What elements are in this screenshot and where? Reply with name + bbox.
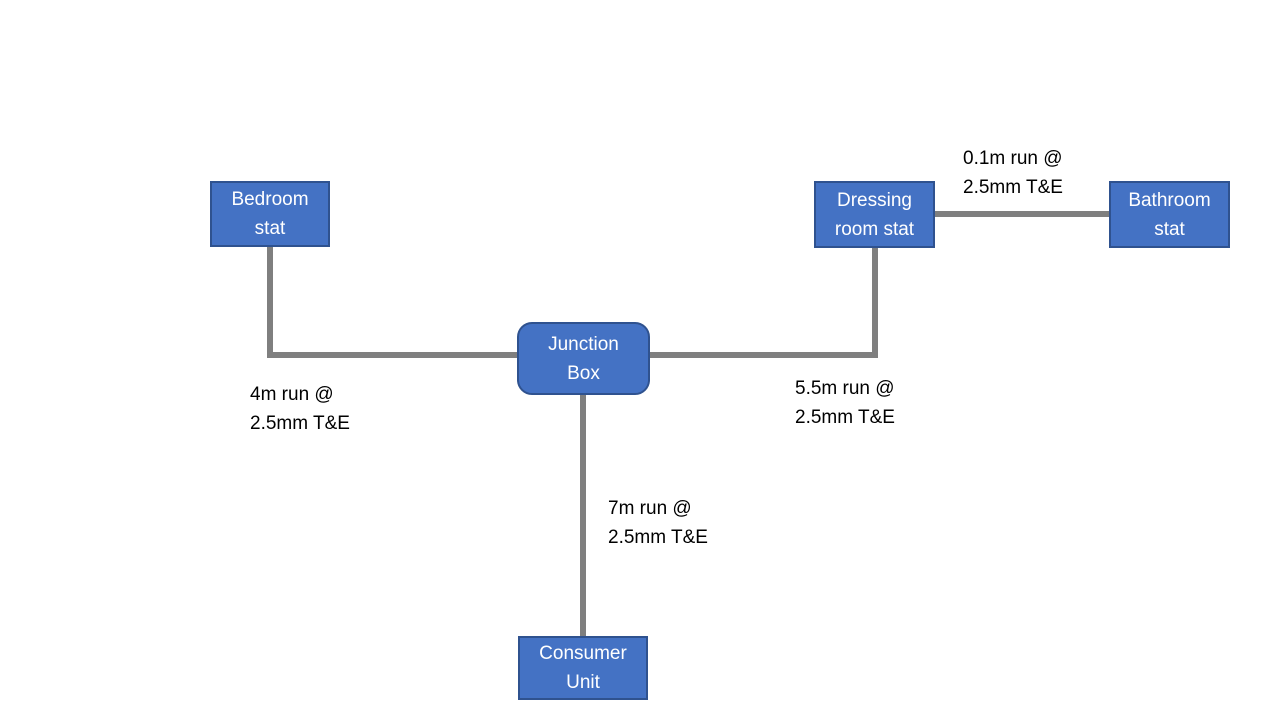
node-bedroom-stat: Bedroom stat (210, 181, 330, 247)
node-bathroom-stat: Bathroom stat (1109, 181, 1230, 248)
connector-bedroom-to-junction-horizontal (267, 352, 517, 358)
connector-bedroom-to-junction-vertical (267, 246, 273, 358)
node-junction-box: Junction Box (517, 322, 650, 395)
run-label-dressing-to-bathroom: 0.1m run @ 2.5mm T&E (963, 148, 1063, 198)
run-label-dressing-to-junction: 5.5m run @ 2.5mm T&E (795, 378, 895, 428)
run-label-junction-to-consumer: 7m run @ 2.5mm T&E (608, 498, 708, 548)
connector-dressing-to-bathroom (935, 211, 1109, 217)
connector-junction-to-dressing-horizontal (650, 352, 878, 358)
node-consumer-unit: Consumer Unit (518, 636, 648, 700)
connector-junction-to-consumer (580, 394, 586, 636)
run-label-bedroom-to-junction: 4m run @ 2.5mm T&E (250, 384, 350, 434)
node-dressing-room-stat: Dressing room stat (814, 181, 935, 248)
connector-junction-to-dressing-vertical (872, 247, 878, 358)
